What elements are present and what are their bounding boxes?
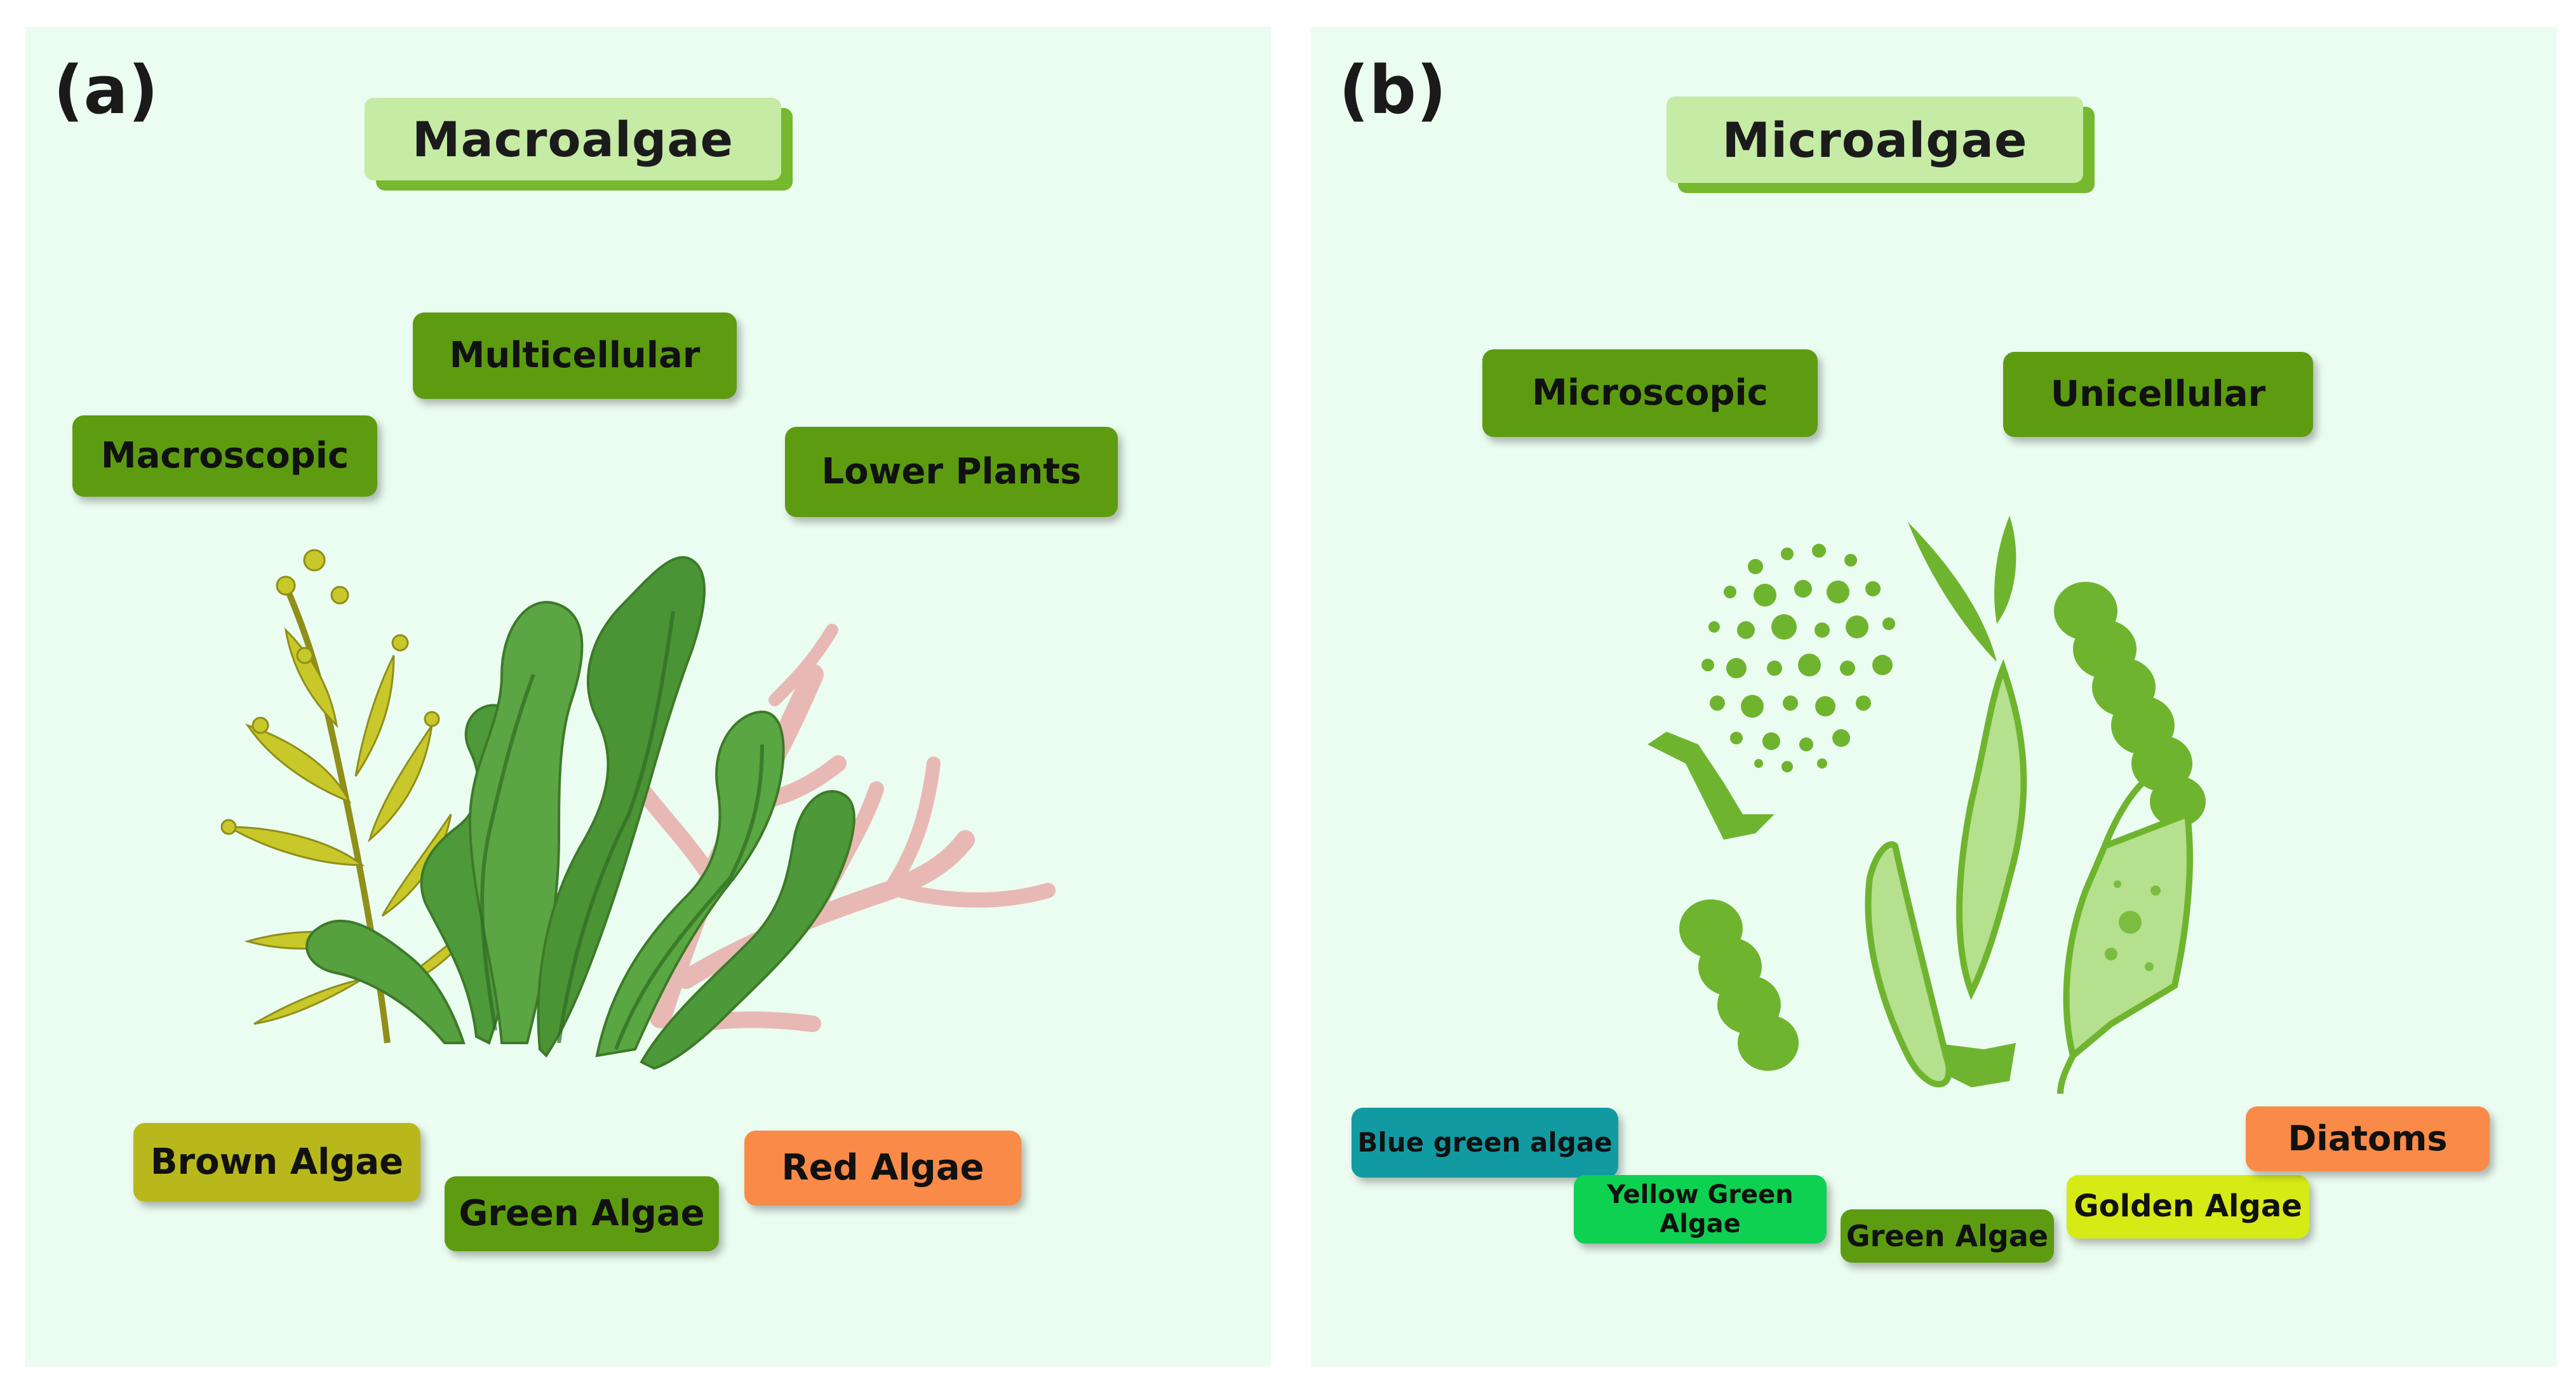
type-blue-green-algae: Blue green algae — [1352, 1108, 1618, 1178]
macroalgae-panel: (a) Macroalgae Multicellular Macroscopic… — [25, 27, 1271, 1367]
macroalgae-title: Macroalgae — [365, 98, 781, 180]
property-unicellular: Unicellular — [2003, 352, 2313, 437]
type-red-algae: Red Algae — [744, 1131, 1021, 1206]
type-brown-algae: Brown Algae — [133, 1123, 420, 1202]
type-diatoms: Diatoms — [2246, 1106, 2490, 1171]
panel-letter-a: (a) — [53, 51, 159, 129]
microalgae-title: Microalgae — [1667, 97, 2083, 183]
property-microscopic: Microscopic — [1482, 349, 1818, 437]
crescent-cell-icon — [1908, 516, 2016, 662]
diatom-icon — [1865, 659, 2193, 1094]
property-lower-plants: Lower Plants — [785, 427, 1118, 517]
property-multicellular: Multicellular — [413, 312, 737, 399]
microalgae-panel: (b) Microalgae Microscopic Unicellular — [1311, 27, 2557, 1367]
macroalgae-illustration — [220, 549, 1056, 1070]
type-green-algae: Green Algae — [445, 1176, 719, 1251]
type-golden-algae: Golden Algae — [2067, 1175, 2309, 1239]
type-yellow-green-algae: Yellow Green Algae — [1574, 1175, 1827, 1244]
panel-letter-b: (b) — [1339, 51, 1447, 129]
microalgae-illustration — [1647, 516, 2206, 1094]
property-macroscopic: Macroscopic — [72, 415, 377, 497]
desmid-icon — [1647, 732, 2016, 1087]
colony-sphere-icon — [1701, 544, 1895, 772]
type-green-algae: Green Algae — [1841, 1209, 2054, 1263]
cyanobacteria-chain-icon — [1679, 582, 2206, 1071]
